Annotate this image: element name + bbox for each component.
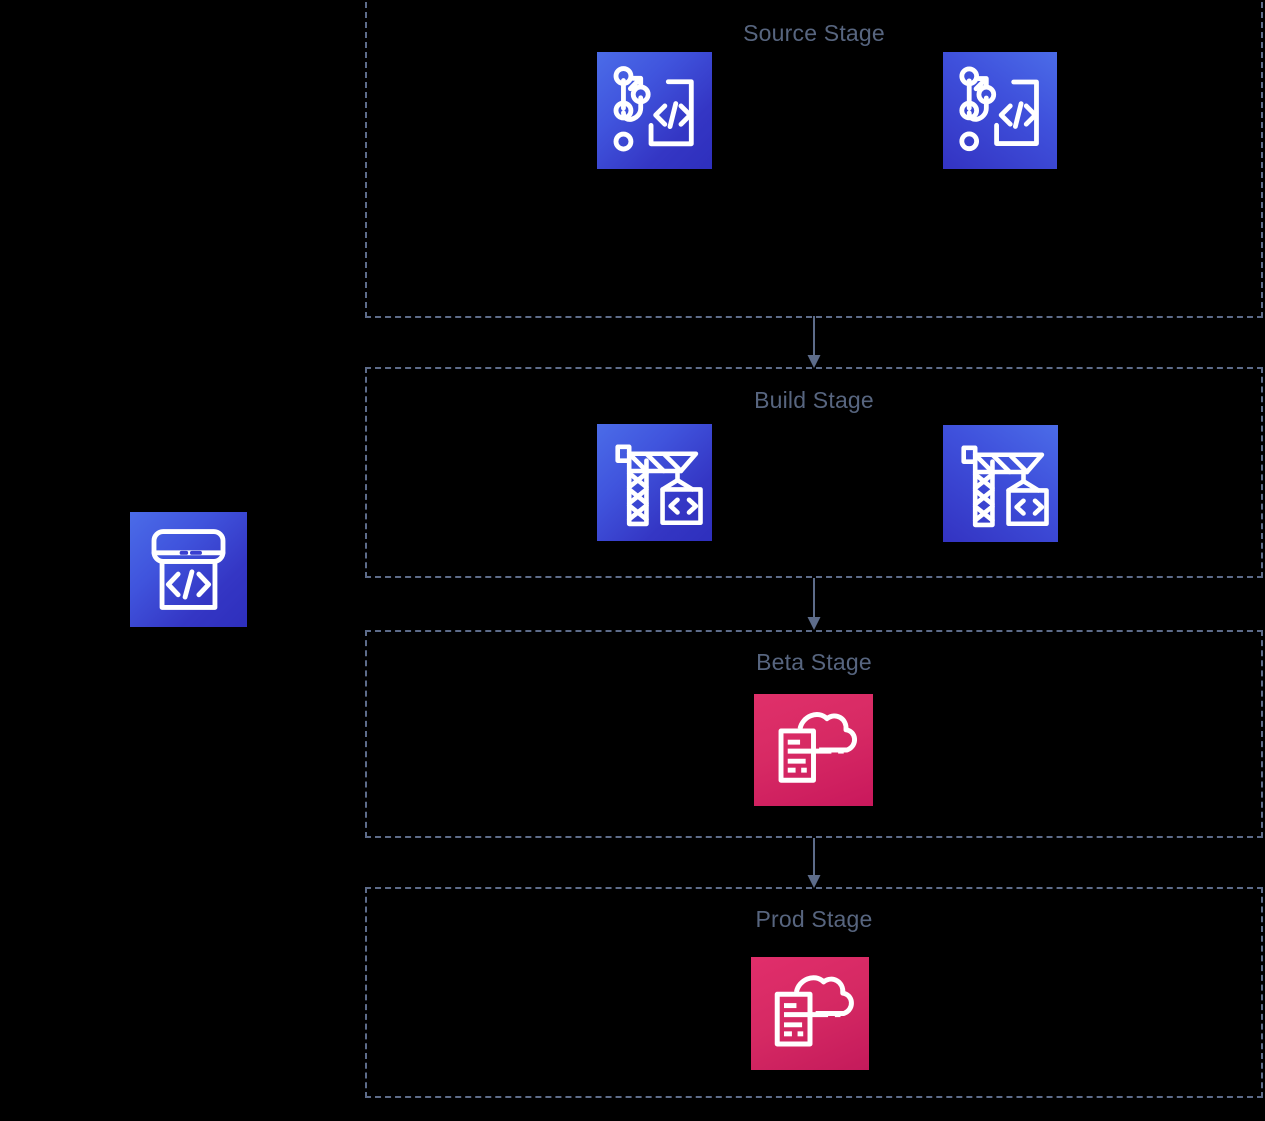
stage-label-prod: Prod Stage <box>755 906 873 932</box>
aws-cloudformation-icon[interactable] <box>754 694 873 806</box>
stage-label-build: Build Stage <box>754 387 874 413</box>
stage-label-source: Source Stage <box>743 20 885 46</box>
stage-container-prod[interactable] <box>365 887 1263 1098</box>
stage-container-build[interactable] <box>365 367 1263 578</box>
connector-build-to-beta <box>794 578 834 632</box>
aws-codepipeline-icon[interactable] <box>130 512 247 627</box>
stage-container-beta[interactable] <box>365 630 1263 838</box>
aws-codebuild-icon[interactable] <box>597 424 712 541</box>
aws-codecommit-icon[interactable] <box>597 52 712 169</box>
aws-codebuild-icon[interactable] <box>943 425 1058 542</box>
connector-source-to-build <box>794 316 834 370</box>
stage-label-beta: Beta Stage <box>756 649 872 675</box>
connector-beta-to-prod <box>794 838 834 890</box>
stage-container-source[interactable] <box>365 0 1263 318</box>
aws-cloudformation-icon[interactable] <box>751 957 869 1070</box>
aws-codecommit-icon[interactable] <box>943 52 1057 169</box>
